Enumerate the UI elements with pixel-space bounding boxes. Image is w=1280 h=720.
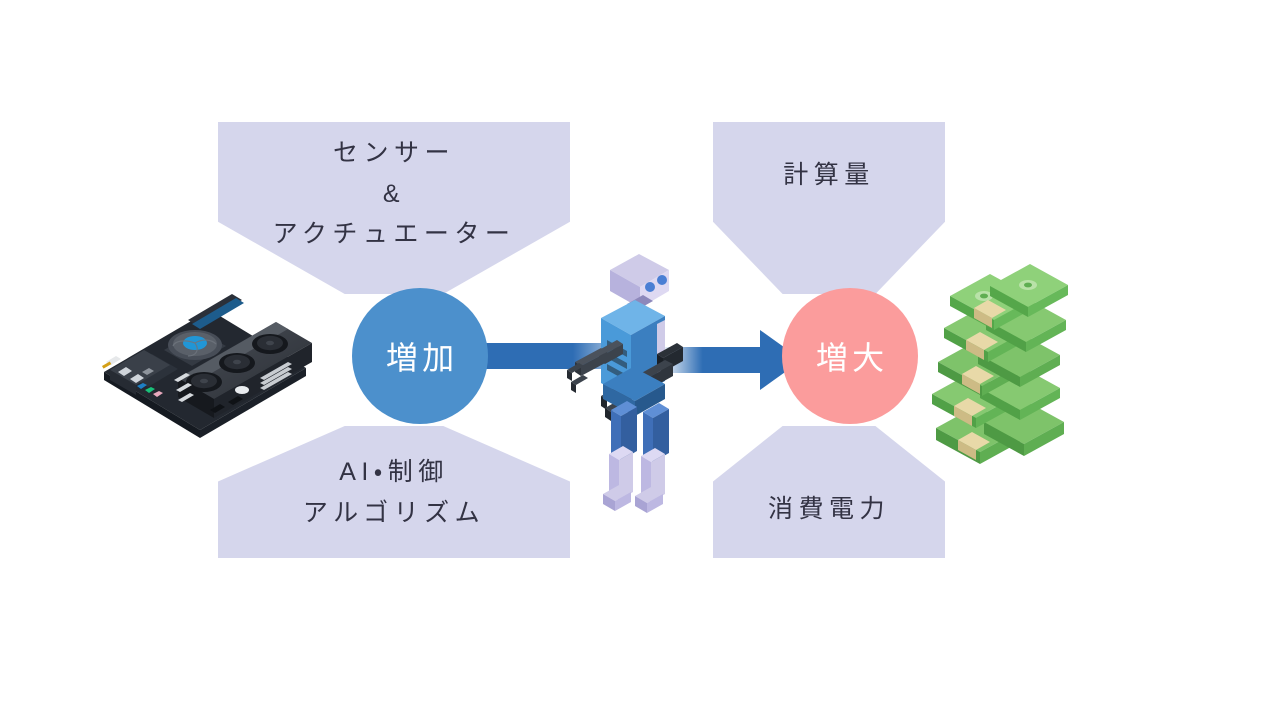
node-expand[interactable]: 増大 xyxy=(782,288,918,424)
panel-sensors-actuators xyxy=(218,122,570,294)
robot-head-top xyxy=(610,254,669,287)
cash-stack-illustration xyxy=(928,252,1070,473)
robot-eye-right xyxy=(657,275,667,285)
flow-arrow-right xyxy=(660,330,802,390)
hardware-svg xyxy=(102,294,312,438)
robot-svg xyxy=(567,254,683,513)
motherboard-and-gpu-illustration xyxy=(92,286,318,451)
humanoid-robot-illustration xyxy=(565,232,705,527)
panel-computation-amount xyxy=(713,122,945,294)
robot-torso-top xyxy=(601,300,665,335)
money-bundle-group xyxy=(932,264,1068,464)
node-expand-label: 増大 xyxy=(815,340,889,376)
panel-power-consumption xyxy=(713,426,945,558)
node-increase-label: 増加 xyxy=(385,340,459,376)
node-increase[interactable]: 増加 xyxy=(352,288,488,424)
money-svg xyxy=(932,264,1068,464)
robot-eye-left xyxy=(645,282,655,292)
